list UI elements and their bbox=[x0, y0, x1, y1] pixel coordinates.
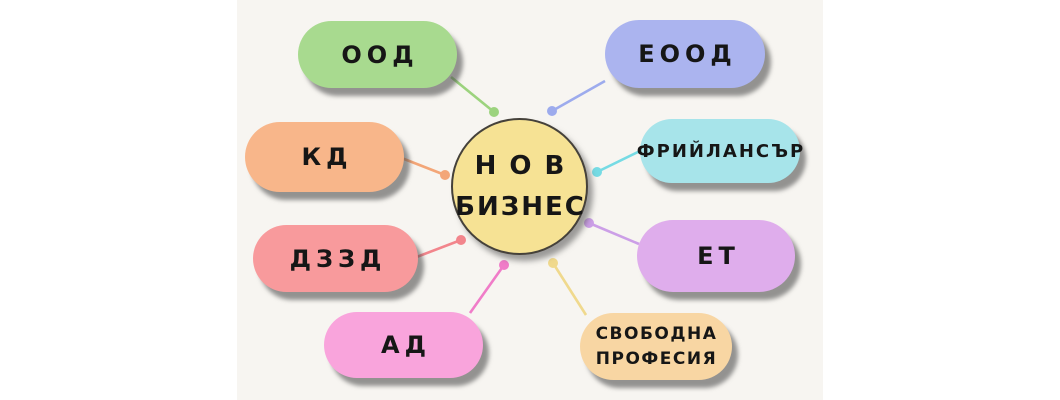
node-kd: КД bbox=[245, 122, 404, 192]
center-label-line1: Н О В bbox=[474, 151, 567, 182]
node-svobodna-label-line2: ПРОФЕСИЯ bbox=[595, 348, 718, 369]
node-ad: АД bbox=[324, 312, 483, 378]
node-ood-label: ООД bbox=[341, 40, 419, 69]
node-ood: ООД bbox=[298, 21, 457, 88]
node-freelancer-label: ФРИЙЛАНСЪР bbox=[636, 140, 806, 162]
node-kd-label: КД bbox=[301, 143, 353, 171]
node-eood-label: ЕООД bbox=[638, 40, 737, 68]
center-label-line2: БИЗНЕС bbox=[455, 191, 586, 222]
center-node-new-business: Н О В БИЗНЕС bbox=[451, 118, 588, 255]
node-dzzd-label: ДЗЗД bbox=[289, 244, 387, 273]
node-dzzd: ДЗЗД bbox=[253, 225, 418, 292]
node-svobodna-profesia: СВОБОДНА ПРОФЕСИЯ bbox=[580, 313, 732, 380]
node-et-label: ЕТ bbox=[697, 242, 740, 270]
node-freelancer: ФРИЙЛАНСЪР bbox=[637, 119, 803, 183]
node-ad-label: АД bbox=[381, 331, 431, 359]
node-svobodna-label-line1: СВОБОДНА bbox=[595, 323, 718, 344]
node-eood: ЕООД bbox=[605, 20, 765, 88]
node-et: ЕТ bbox=[637, 220, 795, 292]
